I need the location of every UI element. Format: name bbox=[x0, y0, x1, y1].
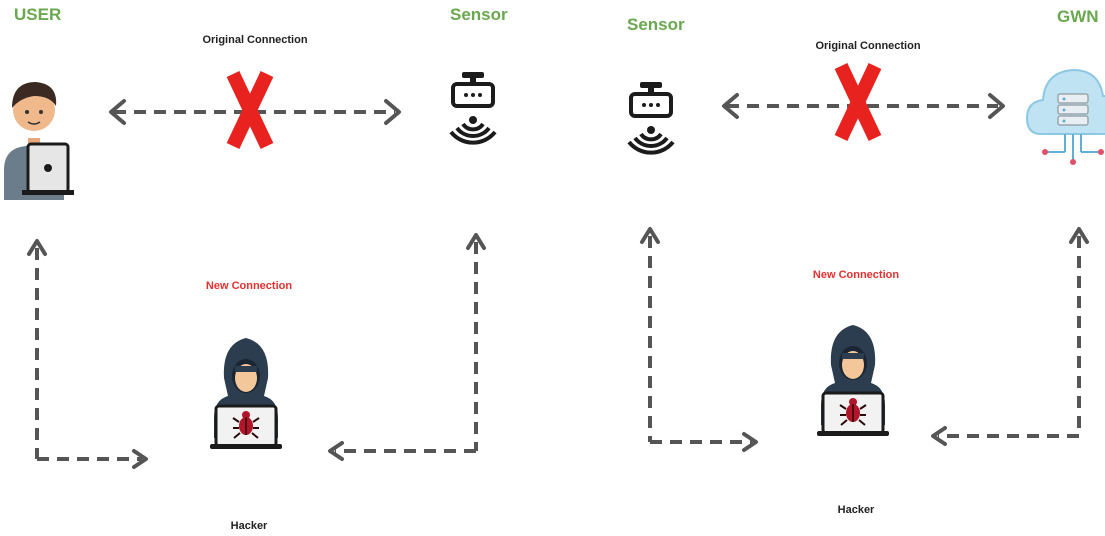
sensor-icon-left bbox=[449, 70, 497, 145]
original-connection-label-left: Original Connection bbox=[202, 34, 307, 46]
user-label: USER bbox=[14, 5, 61, 24]
hacker-label-left: Hacker bbox=[231, 520, 268, 532]
hacker-label-right: Hacker bbox=[838, 504, 875, 516]
cloud-server-icon bbox=[1025, 68, 1105, 165]
user-to-hacker-arrow bbox=[27, 239, 148, 469]
sensor-to-hacker-arrow-right bbox=[640, 227, 758, 452]
sensor-label-left: Sensor bbox=[450, 5, 508, 24]
user-laptop-icon bbox=[4, 82, 74, 200]
sensor-to-hacker-arrow-left bbox=[328, 233, 486, 461]
original-connection-arrow-right bbox=[722, 93, 1005, 119]
original-connection-label-right: Original Connection bbox=[815, 40, 920, 52]
hacker-icon-right bbox=[815, 323, 891, 438]
red-cross-icon-right bbox=[841, 66, 875, 138]
new-connection-label-left: New Connection bbox=[206, 280, 292, 292]
gwn-label: GWN bbox=[1057, 7, 1099, 26]
gwn-to-hacker-arrow bbox=[931, 227, 1089, 446]
new-connection-label-right: New Connection bbox=[813, 269, 899, 281]
sensor-label-right: Sensor bbox=[627, 15, 685, 34]
hacker-icon-left bbox=[208, 336, 284, 451]
sensor-icon-right bbox=[627, 80, 675, 155]
